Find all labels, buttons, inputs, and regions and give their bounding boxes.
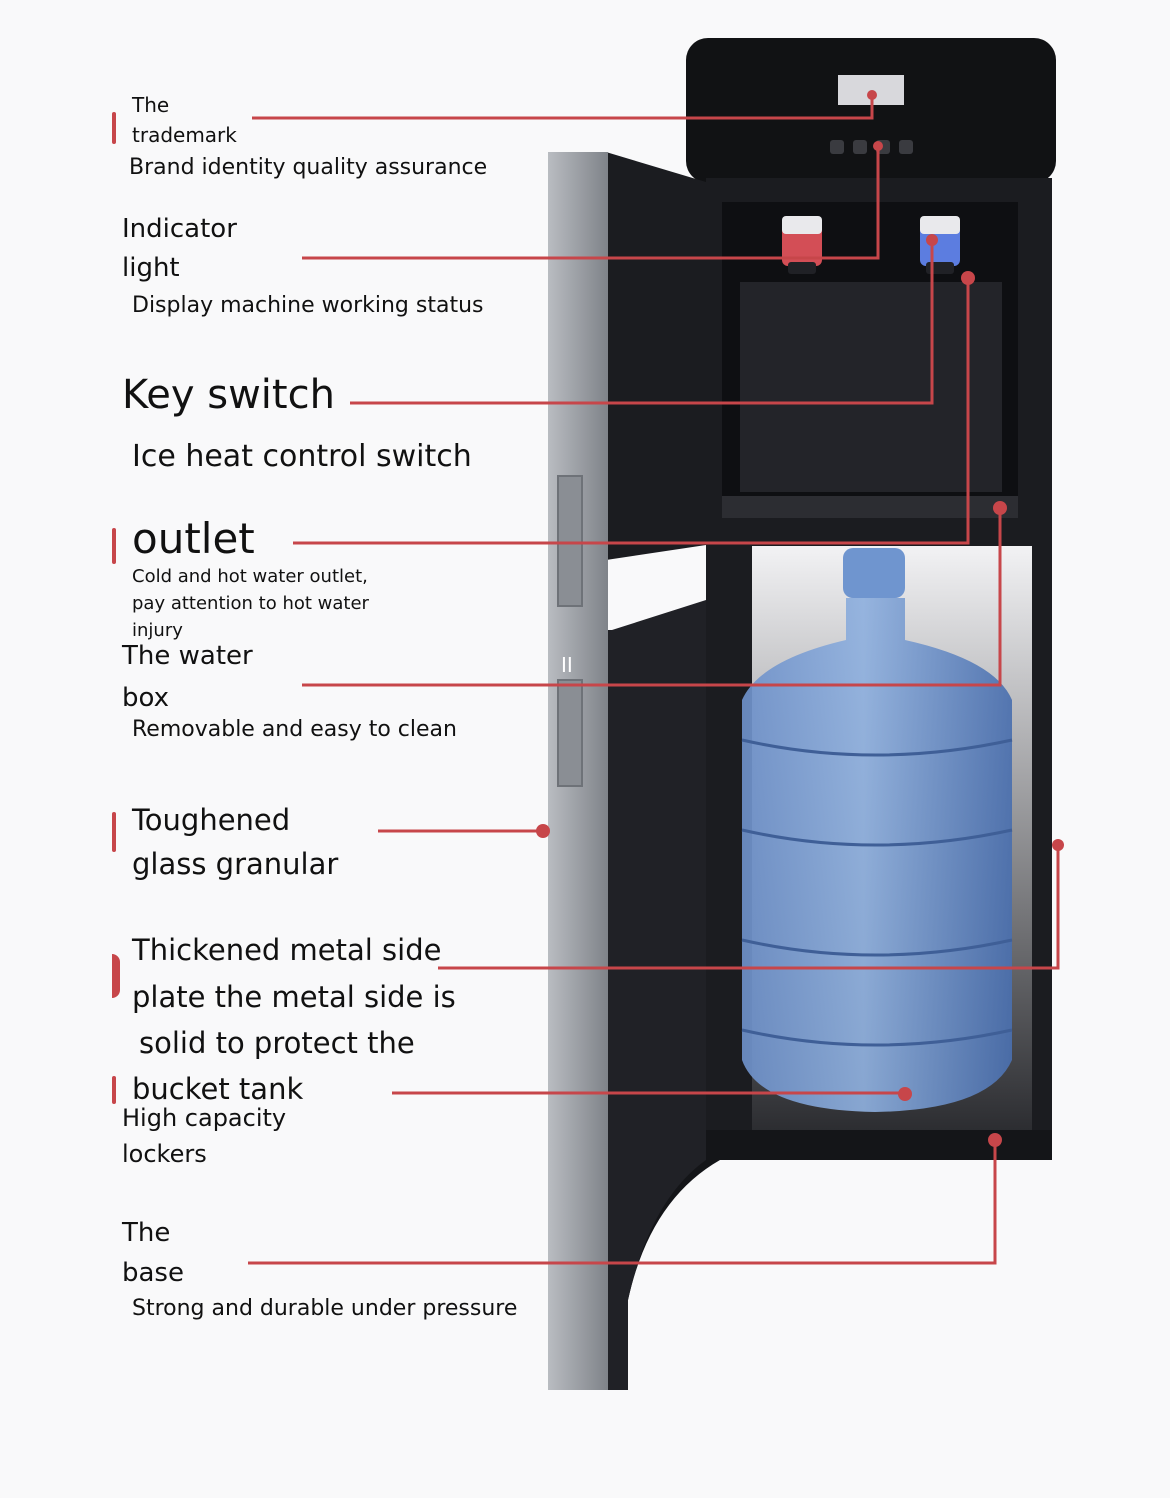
leader-lines (248, 95, 1060, 1265)
callout-outlet-desc: Cold and hot water outlet, pay attention… (132, 566, 369, 641)
callout-trademark-title-2: trademark (132, 123, 237, 147)
drip-tray (722, 496, 1018, 518)
callout-base-title-2: base (122, 1258, 184, 1288)
callout-metal-title-1: Thickened metal side (132, 933, 442, 967)
callout-outlet-title: outlet (132, 514, 255, 563)
door-handle: II (561, 653, 573, 677)
callout-glass-title-1: Toughened (132, 803, 291, 837)
callout-trademark-title-1: The (132, 93, 170, 117)
callout-base-title-1: The (122, 1218, 171, 1248)
callout-lockers-title-1: High capacity (122, 1104, 287, 1132)
leader-dots (536, 90, 1064, 1147)
callout-lockers-title-2: lockers (122, 1140, 207, 1168)
callout-base-desc: Strong and durable under pressure (132, 1296, 518, 1321)
margin-tick (112, 528, 116, 564)
hot-tap (782, 216, 822, 274)
margin-tick (112, 812, 116, 852)
callout-waterbox-title-2: box (122, 683, 169, 713)
callout-indicator-desc: Display machine working status (132, 293, 484, 318)
callout-indicator-title-1: Indicator (122, 214, 237, 244)
callout-key-desc: Ice heat control switch (132, 439, 472, 474)
door-vent-upper (557, 475, 583, 607)
callout-metal-title-4: bucket tank (132, 1072, 304, 1106)
door-vent-lower (557, 679, 583, 787)
callout-metal-title-3: solid to protect the (139, 1026, 415, 1060)
callout-glass-title-2: glass granular (132, 847, 339, 881)
water-bottle (741, 548, 1013, 1112)
cold-tap (920, 216, 960, 274)
callout-metal-title-2: plate the metal side is (132, 980, 456, 1014)
callout-trademark-desc: Brand identity quality assurance (129, 155, 488, 180)
callout-key-title: Key switch (122, 372, 335, 418)
callout-waterbox-desc: Removable and easy to clean (132, 717, 457, 742)
dispensing-bay-back (740, 282, 1002, 492)
margin-tick (112, 1076, 116, 1104)
callout-waterbox-title-1: The water (122, 641, 253, 671)
callout-indicator-title-2: light (122, 253, 180, 283)
margin-tick (112, 954, 120, 998)
margin-tick (112, 112, 116, 144)
